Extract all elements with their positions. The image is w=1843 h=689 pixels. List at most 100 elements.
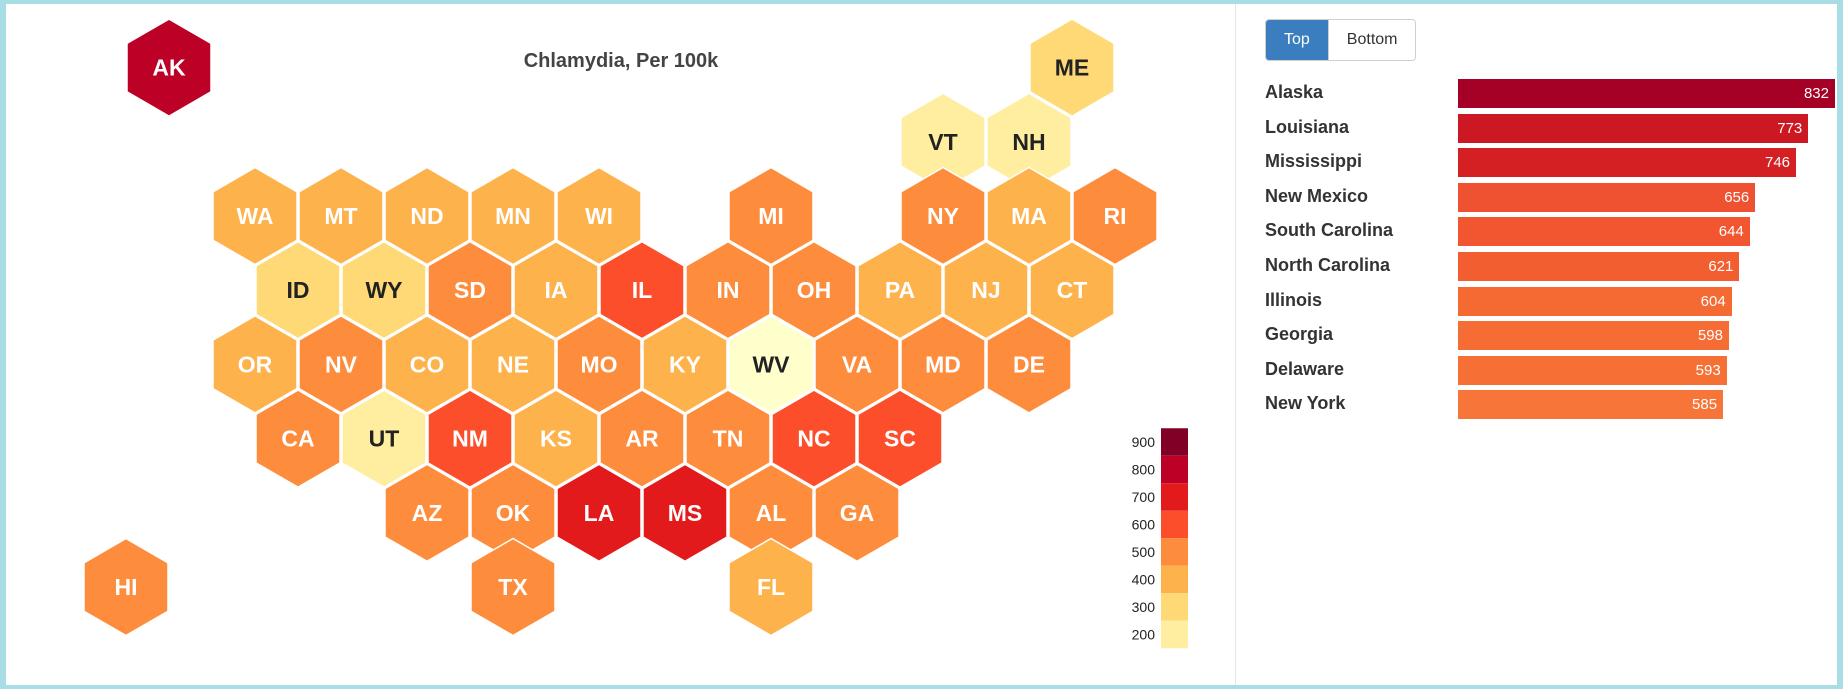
hex-tx[interactable] <box>470 537 556 637</box>
hex-tn[interactable] <box>685 389 771 488</box>
hex-mn[interactable] <box>470 166 556 266</box>
hex-label-nm: NM <box>452 426 488 452</box>
hex-ia[interactable] <box>513 240 599 340</box>
hex-label-ok: OK <box>496 500 531 526</box>
hex-wa[interactable] <box>212 166 298 266</box>
hex-label-oh: OH <box>797 277 832 303</box>
hex-nd[interactable] <box>384 166 470 266</box>
hex-ny[interactable] <box>900 166 986 266</box>
hex-label-de: DE <box>1013 351 1045 377</box>
hex-co[interactable] <box>384 315 470 414</box>
hex-label-az: AZ <box>412 500 443 526</box>
hex-hi[interactable] <box>83 537 169 637</box>
hex-fl[interactable] <box>728 537 814 637</box>
hex-label-al: AL <box>756 500 787 526</box>
hex-mt[interactable] <box>298 166 384 266</box>
hex-va[interactable] <box>814 315 900 414</box>
hex-mo[interactable] <box>556 315 642 414</box>
hex-ms[interactable] <box>642 463 728 563</box>
hex-de[interactable] <box>986 315 1072 414</box>
hex-wv[interactable] <box>728 315 814 414</box>
hex-label-ar: AR <box>625 426 659 452</box>
hex-sc[interactable] <box>857 389 943 488</box>
hex-pa[interactable] <box>857 240 943 340</box>
rank-value: 593 <box>1695 361 1721 379</box>
hex-ut[interactable] <box>341 389 427 488</box>
hex-label-la: LA <box>584 500 615 526</box>
legend-tick-label: 400 <box>1132 572 1156 588</box>
hex-label-tx: TX <box>498 574 528 600</box>
hex-ct[interactable] <box>1029 240 1115 340</box>
legend-swatch <box>1161 620 1188 649</box>
legend-swatch <box>1161 455 1188 484</box>
rank-state-name: South Carolina <box>1265 220 1394 241</box>
hex-mi[interactable] <box>728 166 814 266</box>
hex-oh[interactable] <box>771 240 857 340</box>
legend-swatch <box>1161 428 1188 456</box>
hex-la[interactable] <box>556 463 642 563</box>
hex-label-nc: NC <box>797 426 830 452</box>
rank-state-name: New York <box>1265 393 1346 414</box>
hex-label-id: ID <box>287 277 310 303</box>
hex-label-ga: GA <box>840 500 875 526</box>
hex-ar[interactable] <box>599 389 685 488</box>
hex-id[interactable] <box>255 240 341 340</box>
rank-value: 832 <box>1803 85 1829 102</box>
rank-bar: 773 <box>1458 113 1809 143</box>
bottom-button[interactable]: Bottom <box>1327 20 1416 60</box>
hex-wi[interactable] <box>556 166 642 266</box>
hex-wy[interactable] <box>341 240 427 340</box>
rank-bar: 621 <box>1458 251 1740 281</box>
hex-label-vt: VT <box>928 129 957 155</box>
hex-ky[interactable] <box>642 315 728 414</box>
rank-state-name: Alaska <box>1265 82 1324 102</box>
hex-or[interactable] <box>212 315 298 414</box>
hex-label-pa: PA <box>885 277 915 303</box>
panel-divider <box>1235 4 1236 685</box>
hex-sd[interactable] <box>427 240 513 340</box>
hex-label-mn: MN <box>495 203 531 229</box>
legend-tick-label: 500 <box>1132 544 1156 560</box>
hex-az[interactable] <box>384 463 470 563</box>
hex-ga[interactable] <box>814 463 900 563</box>
hex-md[interactable] <box>900 315 986 414</box>
hex-label-sd: SD <box>454 277 486 303</box>
hex-label-ca: CA <box>281 426 314 452</box>
hex-ri[interactable] <box>1072 166 1158 266</box>
hex-label-mi: MI <box>758 203 784 229</box>
hex-label-ri: RI <box>1104 203 1127 229</box>
hex-ne[interactable] <box>470 315 556 414</box>
legend-tick-label: 700 <box>1132 489 1156 505</box>
hex-ma[interactable] <box>986 166 1072 266</box>
hex-ca[interactable] <box>255 389 341 488</box>
hex-label-wy: WY <box>365 277 402 303</box>
hex-label-mo: MO <box>580 351 617 377</box>
hex-il[interactable] <box>599 240 685 340</box>
hex-ak[interactable] <box>126 18 212 117</box>
hex-label-nj: NJ <box>971 277 1000 303</box>
hex-label-ms: MS <box>668 500 703 526</box>
rank-row[interactable]: Alaska 832 <box>1265 76 1835 111</box>
hex-ks[interactable] <box>513 389 599 488</box>
hex-nc[interactable] <box>771 389 857 488</box>
hex-nm[interactable] <box>427 389 513 488</box>
hex-in[interactable] <box>685 240 771 340</box>
hex-label-or: OR <box>238 351 273 377</box>
top-button[interactable]: Top <box>1266 20 1328 60</box>
hex-label-ia: IA <box>545 277 568 303</box>
hex-nv[interactable] <box>298 315 384 414</box>
hex-label-sc: SC <box>884 426 916 452</box>
hex-nj[interactable] <box>943 240 1029 340</box>
top-bottom-toggle[interactable]: Top Bottom <box>1265 19 1417 61</box>
rank-state-name: Illinois <box>1265 289 1323 310</box>
hex-me[interactable] <box>1029 18 1115 117</box>
